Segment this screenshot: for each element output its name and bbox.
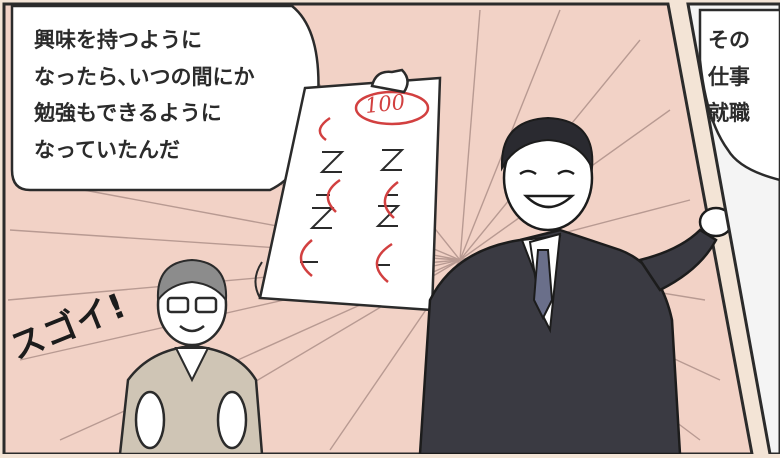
hair (500, 116, 594, 172)
main-panel (2, 2, 754, 456)
score-circle (354, 90, 430, 126)
raised-hand (370, 68, 409, 94)
speech-text-main: 興味を持つように なったら､いつの間にか 勉強もできるように なっていたんだ (34, 22, 255, 168)
speech-line: なったら､いつの間にか (34, 64, 255, 89)
suit-body (418, 228, 682, 456)
test-score: 100 (363, 89, 407, 119)
speech-line: 就職 (708, 101, 750, 125)
raised-arm (637, 228, 718, 292)
test-answers (300, 149, 405, 266)
speech-line: 仕事 (708, 64, 750, 89)
speech-line: 興味を持つように (34, 28, 202, 52)
speech-line: その (708, 28, 750, 52)
speech-bubble-right (698, 8, 780, 182)
correct-marks (299, 116, 399, 283)
old-man (118, 258, 264, 456)
smile (522, 194, 576, 209)
gray-hair (156, 258, 228, 303)
young-man (418, 116, 734, 456)
clapping-hand-right (216, 390, 248, 450)
right-panel (686, 2, 780, 456)
necktie (532, 249, 554, 321)
speech-line: なっていたんだ (34, 137, 180, 162)
glasses (166, 296, 190, 314)
speech-text-right: その 仕事 就職 (708, 22, 750, 132)
clapping-hand-left (134, 390, 166, 450)
speech-line: 勉強もできるように (34, 101, 222, 125)
